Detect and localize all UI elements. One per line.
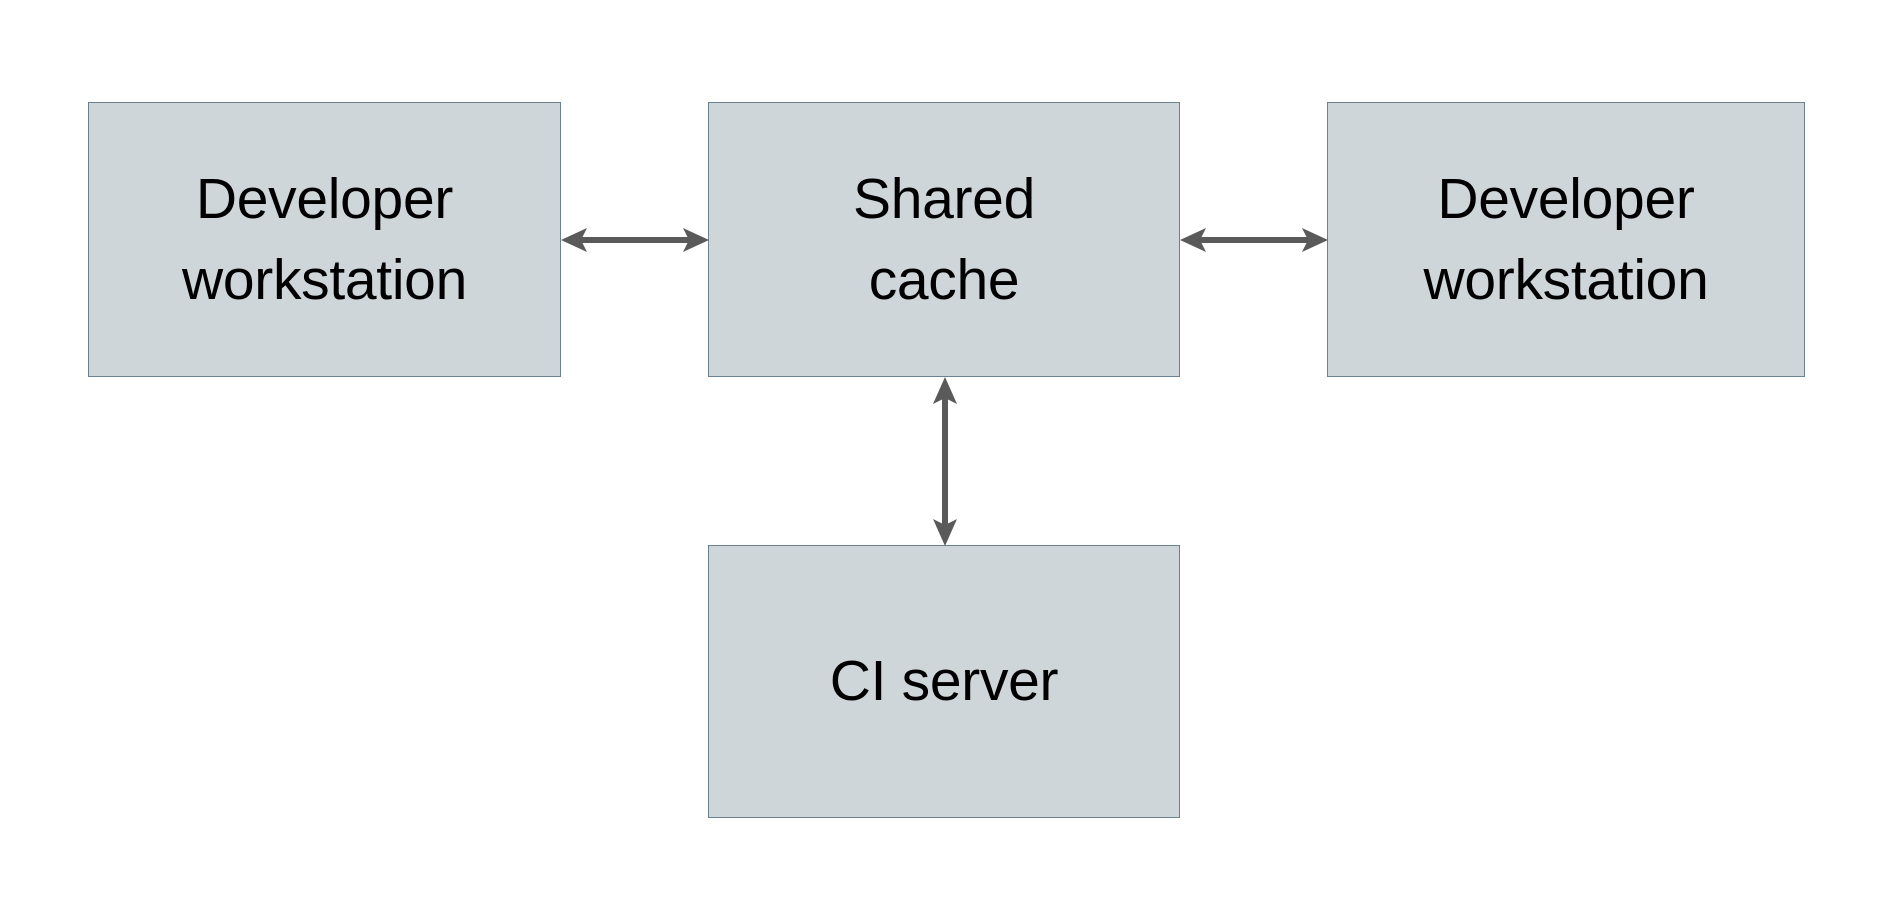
double-arrow-horizontal-icon	[561, 228, 709, 252]
connector-shared-cache-to-ci-server	[913, 377, 977, 546]
node-label: CI server	[829, 649, 1059, 714]
double-arrow-horizontal-icon	[1180, 228, 1328, 252]
node-developer-workstation-left[interactable]: Developer workstation	[88, 102, 561, 377]
node-developer-workstation-right[interactable]: Developer workstation	[1327, 102, 1805, 377]
connector-developer-left-to-shared-cache	[561, 208, 709, 272]
node-label: Developer workstation	[1423, 166, 1709, 312]
double-arrow-vertical-icon	[933, 377, 957, 546]
node-label: Developer workstation	[182, 166, 467, 312]
node-ci-server[interactable]: CI server	[708, 545, 1180, 818]
node-label: Shared cache	[852, 166, 1035, 312]
connector-shared-cache-to-developer-right	[1180, 208, 1328, 272]
node-shared-cache[interactable]: Shared cache	[708, 102, 1180, 377]
